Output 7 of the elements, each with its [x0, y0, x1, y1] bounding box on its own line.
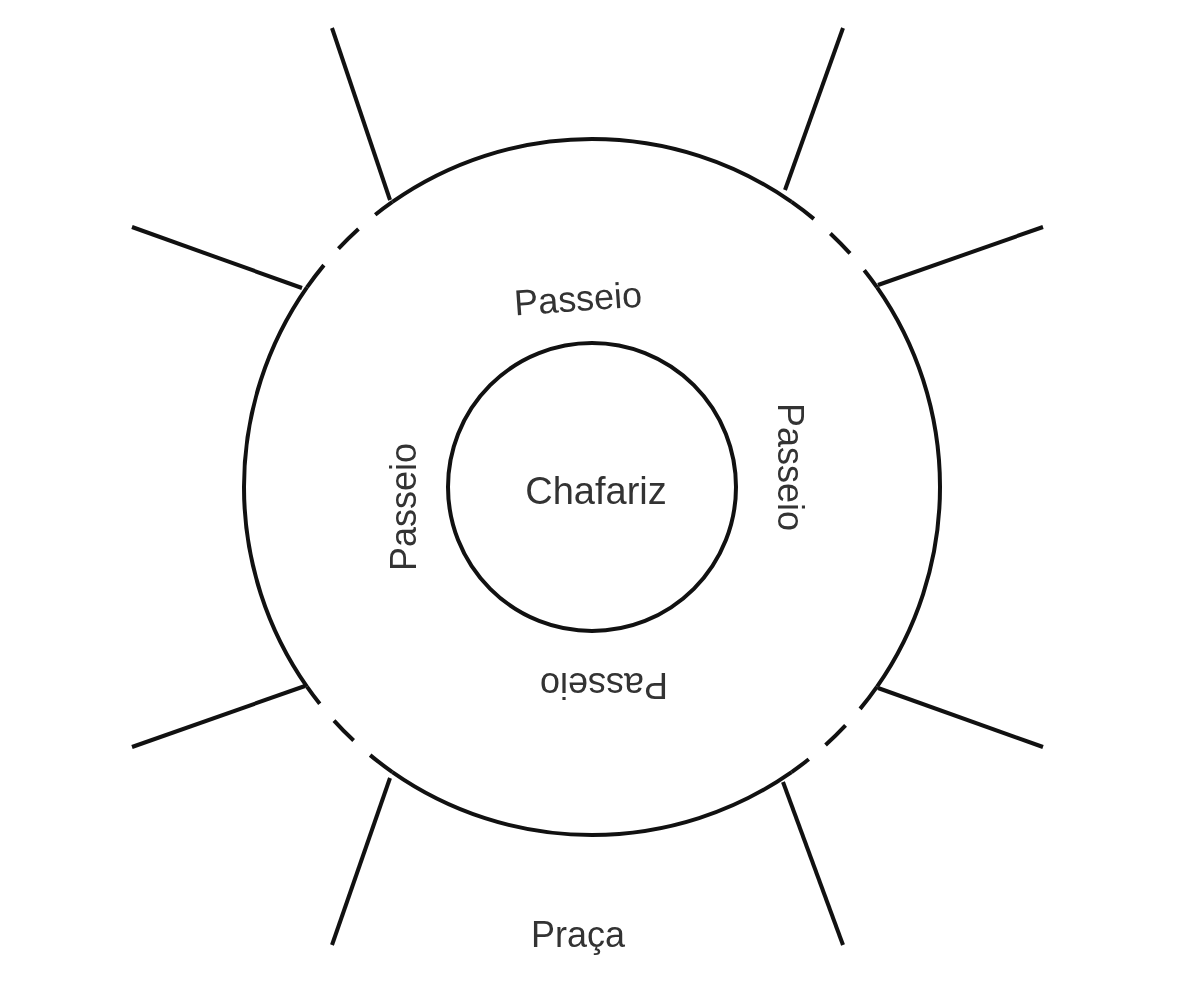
fountain-label: Chafariz	[525, 472, 667, 510]
square-label: Praça	[531, 917, 625, 953]
area-label: Passeio	[512, 276, 644, 322]
area-label: Passeio	[386, 442, 422, 572]
area-label: Passeio	[772, 402, 808, 532]
fountain-circle	[446, 341, 738, 633]
area-label: Passeio	[539, 667, 669, 703]
